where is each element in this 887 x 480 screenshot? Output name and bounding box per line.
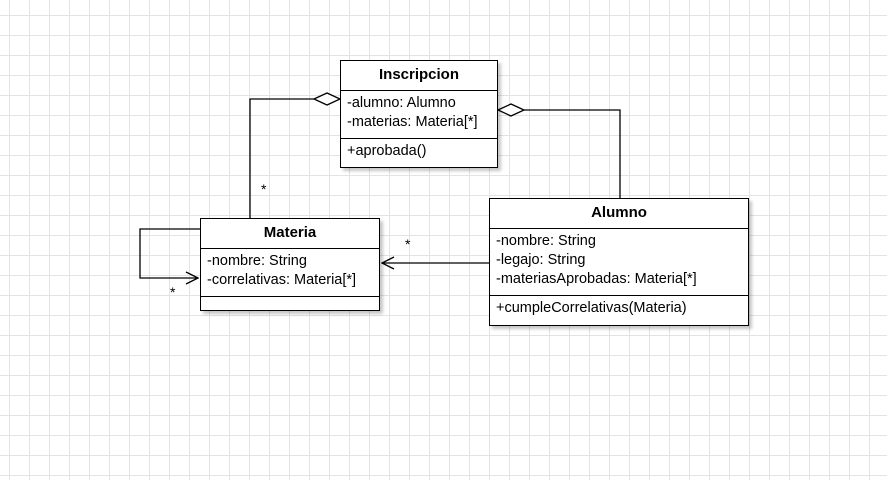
edge-inscripcion-materia (249, 98, 314, 218)
aggregation-diamond-materia (312, 92, 342, 106)
class-operations (201, 297, 379, 310)
class-operations: +cumpleCorrelativas(Materia) (490, 296, 748, 321)
multiplicity-alumno-materia: * (405, 236, 411, 252)
class-operations: +aprobada() (341, 139, 497, 164)
multiplicity-materia-self: * (170, 284, 176, 300)
class-attributes: -nombre: String -correlativas: Materia[*… (201, 249, 379, 297)
edge-inscripcion-alumno (524, 109, 621, 198)
class-alumno[interactable]: Alumno -nombre: String -legajo: String -… (489, 198, 749, 326)
attribute: -alumno: Alumno (347, 95, 456, 111)
attribute: -legajo: String (496, 252, 586, 268)
attribute: -nombre: String (207, 253, 307, 269)
attribute: -materias: Materia[*] (347, 114, 478, 130)
class-materia[interactable]: Materia -nombre: String -correlativas: M… (200, 218, 380, 311)
operation: +aprobada() (347, 143, 427, 159)
operation: +cumpleCorrelativas(Materia) (496, 300, 687, 316)
class-name: Alumno (490, 199, 748, 229)
class-attributes: -alumno: Alumno -materias: Materia[*] (341, 91, 497, 139)
class-name: Inscripcion (341, 61, 497, 91)
attribute: -correlativas: Materia[*] (207, 272, 357, 288)
multiplicity-inscripcion-materia: * (261, 181, 267, 197)
class-name: Materia (201, 219, 379, 249)
class-inscripcion[interactable]: Inscripcion -alumno: Alumno -materias: M… (340, 60, 498, 168)
edge-materia-self (139, 228, 200, 278)
class-attributes: -nombre: String -legajo: String -materia… (490, 229, 748, 296)
attribute: -materiasAprobadas: Materia[*] (496, 271, 697, 287)
aggregation-diamond-alumno (496, 103, 526, 117)
attribute: -nombre: String (496, 233, 596, 249)
